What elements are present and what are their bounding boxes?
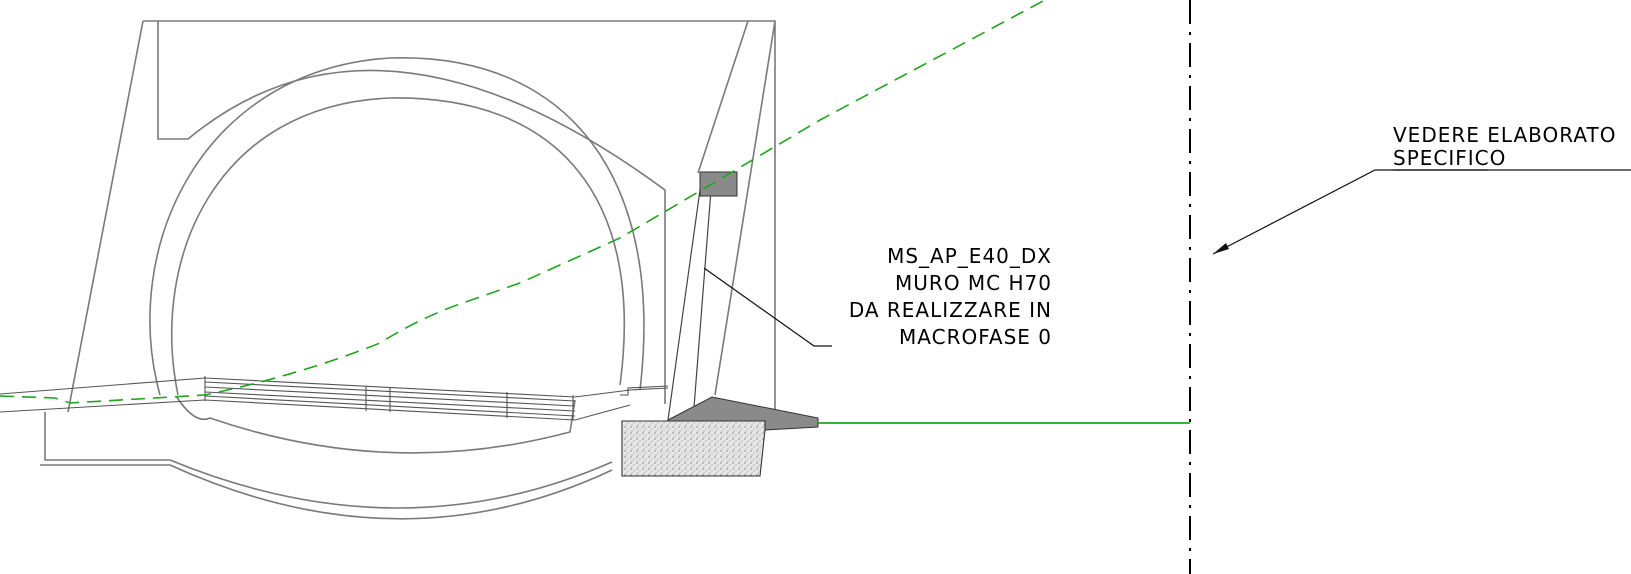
- road-deck-joints: [204, 376, 574, 420]
- tunnel-floor-curve: [175, 395, 576, 454]
- tunnel-invert-inner: [44, 412, 613, 509]
- portal-right-strip: [697, 20, 749, 174]
- wall-label-line2: MURO MC H70: [895, 271, 1052, 295]
- retaining-wall-stem: [667, 189, 712, 421]
- road-deck-top: [0, 377, 669, 398]
- wall-label-line4: MACROFASE 0: [899, 325, 1052, 349]
- portal-inner-outline: [157, 21, 666, 404]
- reference-leader: [1212, 169, 1631, 255]
- tunnel-inner-ring: [170, 97, 626, 396]
- retaining-wall-footing: [621, 420, 766, 477]
- tunnel-outer-ring: [149, 57, 645, 396]
- reference-label-line1: VEDERE ELABORATO: [1393, 123, 1616, 147]
- wall-label-line3: DA REALIZZARE IN: [849, 298, 1052, 322]
- road-deck-step: [620, 385, 669, 396]
- portal-outline: [67, 20, 776, 413]
- tunnel-invert-outer: [40, 464, 613, 520]
- wall-leader: [703, 267, 832, 347]
- wall-label-line1: MS_AP_E40_DX: [887, 244, 1052, 268]
- reference-label-line2: SPECIFICO: [1393, 146, 1506, 170]
- road-deck-bottom: [0, 399, 631, 421]
- ground-line-dashed: [0, 0, 1046, 404]
- retaining-wall-head: [699, 171, 738, 197]
- reference-leader-arrow: [1213, 243, 1229, 254]
